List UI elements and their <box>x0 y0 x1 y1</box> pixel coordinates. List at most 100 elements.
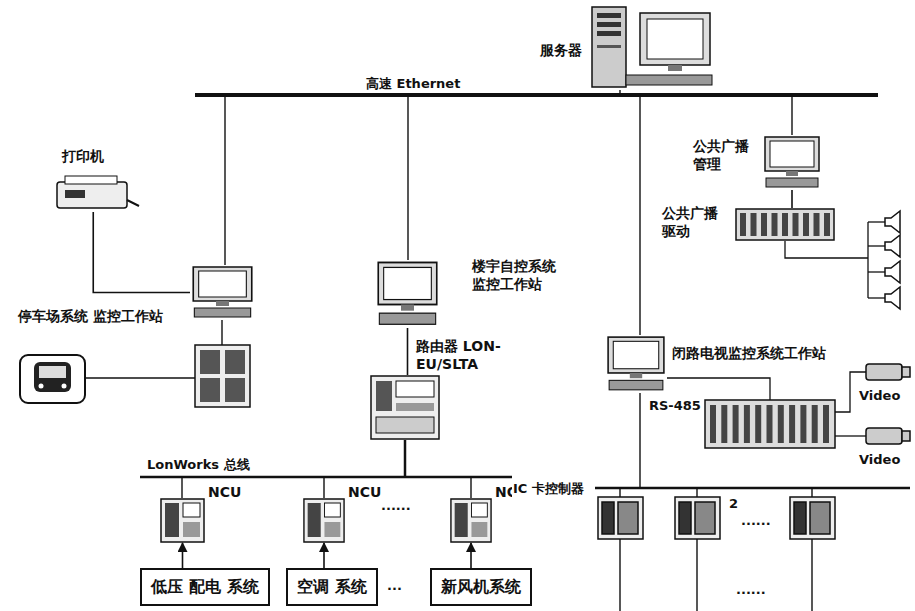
ncu-controller-part-part <box>451 499 491 542</box>
speaker-wiring-part <box>785 241 868 258</box>
lonworks-bus-part <box>323 477 324 498</box>
parking-controller-part <box>195 345 250 407</box>
ncu-controller-part-part <box>304 499 344 542</box>
speaker-wiring-part <box>867 222 868 298</box>
subsystem-box: 空调 系统 <box>286 568 378 606</box>
text-label: Video <box>858 388 901 403</box>
ic-card-bus-part <box>619 539 620 611</box>
parking-controller-part <box>200 378 220 402</box>
ic-card-controllers <box>598 497 835 539</box>
ic-card-bus-part <box>811 539 812 611</box>
text-label: 高速 Ethernet <box>365 75 461 93</box>
cctv-rack <box>705 400 835 448</box>
server-part-part <box>626 75 712 85</box>
router-part-part <box>376 417 434 433</box>
node-label: 打印机 <box>62 148 104 166</box>
workstation-part-part <box>194 308 250 317</box>
node-label: 新风机系统 <box>432 570 530 603</box>
workstation-part-part <box>199 271 247 297</box>
cctv-rack-part-part <box>800 405 806 443</box>
router: 路由器 LON-EU/SLTA <box>370 375 440 440</box>
node-label: NCU <box>348 484 381 502</box>
driver-rack-part-part <box>751 213 757 236</box>
printer-part-part <box>127 200 139 206</box>
parking-wiring-part <box>85 377 195 378</box>
bus-drops-part <box>791 95 792 135</box>
driver-rack-part-part <box>782 213 788 236</box>
workstation-part <box>375 260 440 328</box>
workstation-part-part <box>216 301 229 306</box>
ic-card-bus <box>595 488 910 611</box>
ncu-controller-part-part <box>161 499 204 542</box>
ncu-controller-part-part <box>324 503 340 517</box>
ncu-controller-part-part <box>183 522 200 537</box>
ncu-controller: NCU <box>160 498 205 543</box>
workstation-part <box>190 265 255 320</box>
speaker-wiring-part <box>868 271 885 272</box>
bus-drops-part <box>407 95 408 260</box>
cctv-rack-part-part <box>733 405 739 443</box>
lonworks-bus <box>140 440 512 498</box>
ic-card-controllers-part <box>602 502 614 534</box>
driver-rack-part <box>735 208 835 241</box>
ncu-controller-part <box>160 498 205 543</box>
workstation-part <box>605 335 667 393</box>
node-label: 公共广播 管理 <box>693 138 757 173</box>
bus-drops-part <box>639 95 640 335</box>
workstation-part-part <box>766 178 818 187</box>
connector <box>407 328 409 375</box>
ic-card-controllers-part <box>794 502 806 534</box>
ic-card-bus-part <box>696 488 697 497</box>
text-label: LonWorks 总线 <box>146 456 251 474</box>
bus-drops-part <box>639 393 640 488</box>
ic-card-bus-part <box>595 487 910 490</box>
speaker-wiring-part <box>868 221 885 222</box>
text-label: ...... <box>735 582 767 597</box>
speakers-part <box>885 287 900 309</box>
router-part <box>370 375 440 440</box>
workstation-part-part <box>193 267 252 301</box>
cctv-wiring-part <box>835 435 866 436</box>
node-label: NCU <box>208 484 241 502</box>
cctv-rack-part-part <box>744 405 750 443</box>
cctv-wiring-part <box>667 378 770 400</box>
server-part-part <box>668 65 682 71</box>
connector <box>93 212 190 293</box>
ic-card-controllers-part <box>675 497 720 539</box>
ic-card-controllers-part <box>790 497 835 539</box>
workstation: 闭路电视监控系统工作站 <box>605 335 667 393</box>
server-part-part <box>597 45 621 48</box>
ic-card-controllers-part <box>679 502 691 534</box>
node-label: 闭路电视监控系统工作站 <box>672 345 826 363</box>
bus-vehicle-icon-part <box>62 384 67 389</box>
node-label: 空调 系统 <box>288 570 376 603</box>
ncu-controller-part-part <box>471 503 487 517</box>
router-part-part <box>396 403 434 411</box>
router-part-part <box>376 381 392 411</box>
bus-drops-part <box>224 95 225 265</box>
ncu-controller-part <box>303 498 345 543</box>
ic-card-controllers-part <box>695 502 715 534</box>
connector <box>182 543 184 568</box>
lonworks-bus-part <box>470 477 471 498</box>
cameras-part <box>866 428 902 444</box>
ncu-controller: NCU <box>303 498 345 543</box>
parking-controller-part <box>225 378 245 402</box>
cctv-rack-part-part <box>710 405 716 443</box>
cctv-rack-part-part <box>789 405 795 443</box>
text-label: ... <box>386 578 403 593</box>
text-label: ...... <box>740 513 772 528</box>
driver-rack-part-part <box>814 213 820 236</box>
text-label: 2 <box>728 496 739 511</box>
cctv-rack-part <box>705 400 835 448</box>
text-label: RS-485 <box>648 398 702 413</box>
cameras <box>866 364 910 444</box>
printer-part-part <box>57 182 127 208</box>
ic-card-controllers-part <box>810 502 830 534</box>
speakers-part <box>885 261 900 283</box>
connector <box>791 190 793 208</box>
ic-card-bus-part <box>619 488 620 497</box>
lonworks-bus-part <box>140 476 512 479</box>
bus-vehicle-icon <box>20 355 85 403</box>
